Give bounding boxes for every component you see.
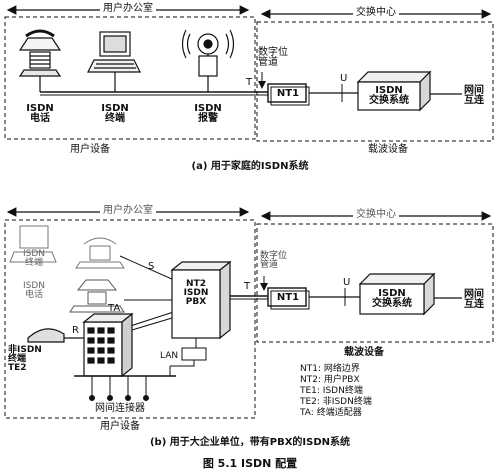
isdn-exchange-box-a <box>356 70 432 112</box>
digital-pipe-label-b: 数字位 管道 <box>260 251 288 270</box>
user-office-label-b: 用户办公室 <box>100 206 156 216</box>
isdn-terminal-label: ISDN 终端 <box>101 103 129 124</box>
internetwork-label-b: 网间 互连 <box>464 289 484 310</box>
legend-item: TE2: 非ISDN终端 <box>300 397 372 407</box>
exchange-center-label-b: 交换中心 <box>353 210 399 220</box>
carrier-equipment-box-a <box>256 21 494 142</box>
isdn-phone-label-b: ISDN 电话 <box>22 281 46 300</box>
legend: NT1: 网络边界 NT2: 用户PBX TE1: ISDN终端 TE2: 非I… <box>300 364 372 419</box>
legend-item: NT2: 用户PBX <box>300 375 360 385</box>
panel-a <box>4 5 494 142</box>
carrier-equipment-label-b: 载波设备 <box>344 347 384 358</box>
user-office-label-a: 用户办公室 <box>100 4 156 14</box>
ta-to-pbx-link <box>131 317 173 331</box>
user-equipment-label-b: 用户设备 <box>100 421 140 432</box>
nt1-label-b: NT1 <box>276 292 300 303</box>
isdn-terminal-icon <box>87 31 141 73</box>
ta-label: TA <box>108 303 121 314</box>
u-label-b: U <box>343 277 351 288</box>
nt2-pbx-label: NT2 ISDN PBX <box>183 279 209 307</box>
lan-nodes <box>89 376 149 401</box>
t-label-b: T <box>244 281 251 292</box>
isdn-exchange-label-a: ISDN 交换系统 <box>369 85 409 106</box>
nt1-box-b <box>267 287 307 307</box>
isdn-phone-icon-b1 <box>75 237 125 269</box>
digital-pipe-label-a: 数字位 管道 <box>258 47 288 68</box>
isdn-phone-label: ISDN 电话 <box>26 103 54 124</box>
carrier-equipment-label-a: 载波设备 <box>368 144 408 155</box>
non-isdn-terminal-icon <box>27 328 65 343</box>
caption-b: (b) 用于大企业单位，带有PBX的ISDN系统 <box>149 437 351 448</box>
s-label: S <box>148 261 155 272</box>
user-equipment-box-a <box>4 16 256 140</box>
internetworking-device-label: 网间连接器 <box>95 403 145 414</box>
t-label-a: T <box>246 77 253 88</box>
isdn-alarm-label: ISDN 报警 <box>194 103 222 124</box>
isdn-alarm-icon <box>181 29 235 77</box>
nt2-pbx-box <box>170 260 232 340</box>
lan-label: LAN <box>160 351 179 361</box>
u-label-a: U <box>340 73 348 84</box>
carrier-equipment-box-b <box>256 223 494 343</box>
isdn-exchange-box-b <box>358 272 436 316</box>
lan-wire <box>170 360 195 367</box>
exchange-center-label-a: 交换中心 <box>353 8 399 18</box>
internetwork-label-a: 网间 互连 <box>464 85 484 106</box>
legend-item: TE1: ISDN终端 <box>300 386 363 396</box>
isdn-terminal-label-b: ISDN 终端 <box>22 249 46 268</box>
r-label: R <box>72 325 79 336</box>
legend-item: TA: 终端适配器 <box>300 408 362 418</box>
isdn-phone-icon-b2 <box>69 279 125 313</box>
isdn-phone-icon <box>18 29 62 77</box>
legend-item: NT1: 网络边界 <box>300 364 360 374</box>
nt1-box-a <box>267 83 307 103</box>
caption-a: (a) 用于家庭的ISDN系统 <box>191 161 309 172</box>
figure-title: 图 5.1 ISDN 配置 <box>202 457 298 470</box>
user-equipment-label-a: 用户设备 <box>70 144 110 155</box>
non-isdn-terminal-label: 非ISDN 终端 TE2 <box>8 345 42 373</box>
nt1-label-a: NT1 <box>276 88 300 99</box>
lan-box <box>181 347 207 361</box>
panel-b <box>4 207 494 419</box>
ta-adapter-icon <box>82 312 134 378</box>
isdn-terminal-icon-b <box>9 225 57 263</box>
isdn-exchange-label-b: ISDN 交换系统 <box>372 288 412 309</box>
